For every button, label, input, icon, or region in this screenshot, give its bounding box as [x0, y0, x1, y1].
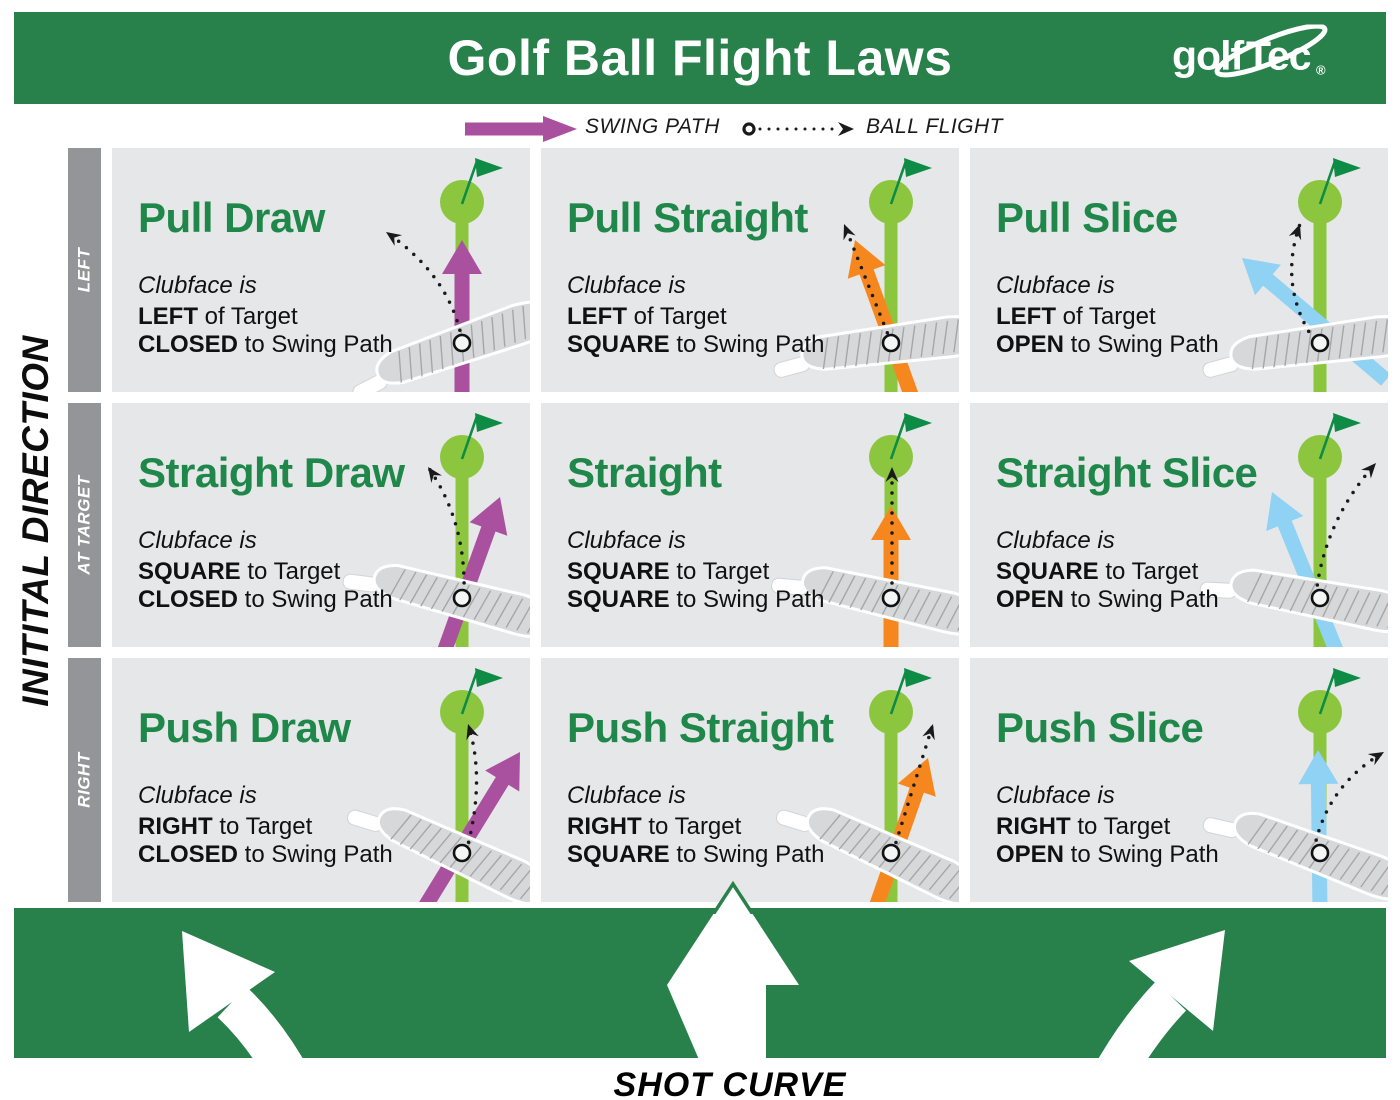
clubface-caption: Clubface is: [138, 272, 257, 299]
clubface-caption: Clubface is: [138, 782, 257, 809]
flight-illustration: [347, 668, 530, 902]
flight-card-pull-draw: Pull Draw Clubface is LEFT of Target CLO…: [112, 148, 530, 392]
flight-card-straight-slice: Straight Slice Clubface is SQUARE to Tar…: [970, 403, 1388, 647]
card-title: Pull Straight: [567, 194, 808, 241]
ball-flight-label: BALL FLIGHT: [866, 115, 1003, 138]
shot-curve-band: [14, 880, 1386, 1070]
shot-curve-arrow-right: [1091, 930, 1225, 1070]
face-to-target-line: LEFT of Target: [996, 303, 1156, 330]
page-title: Golf Ball Flight Laws: [447, 30, 953, 86]
card-title: Straight Slice: [996, 449, 1258, 496]
flight-illustration: [776, 668, 959, 902]
face-to-target-line: SQUARE to Target: [996, 558, 1199, 585]
svg-text:Tec: Tec: [1246, 33, 1311, 79]
clubface-caption: Clubface is: [567, 272, 686, 299]
flight-illustration: [771, 413, 959, 647]
initial-direction-axis-label: INITITAL DIRECTION: [15, 335, 56, 707]
clubface-caption: Clubface is: [996, 782, 1115, 809]
face-to-target-line: RIGHT to Target: [996, 813, 1171, 840]
face-to-path-line: OPEN to Swing Path: [996, 331, 1219, 358]
ball-flight-icon: [742, 122, 854, 136]
flight-card-straight-draw: Straight Draw Clubface is SQUARE to Targ…: [112, 403, 530, 647]
swing-path-arrow-icon: [465, 116, 577, 142]
shot-curve-arrow-left: [182, 931, 310, 1070]
card-title: Pull Draw: [138, 194, 325, 241]
flight-illustration: [1202, 158, 1388, 392]
flight-card-pull-straight: Pull Straight Clubface is LEFT of Target…: [541, 148, 959, 392]
face-to-path-line: CLOSED to Swing Path: [138, 331, 393, 358]
clubface-caption: Clubface is: [996, 527, 1115, 554]
face-to-target-line: SQUARE to Target: [138, 558, 341, 585]
card-title: Pull Slice: [996, 194, 1178, 241]
card-title: Push Draw: [138, 704, 351, 751]
flight-illustration: [342, 413, 530, 647]
face-to-path-line: CLOSED to Swing Path: [138, 841, 393, 868]
face-to-target-line: LEFT of Target: [138, 303, 298, 330]
flight-card-push-straight: Push Straight Clubface is RIGHT to Targe…: [541, 658, 959, 902]
row-label-left: LEFT: [68, 148, 101, 392]
row-label-right: RIGHT: [68, 658, 101, 902]
card-title: Straight: [567, 449, 722, 496]
face-to-path-line: SQUARE to Swing Path: [567, 331, 825, 358]
card-title: Push Slice: [996, 704, 1204, 751]
card-title: Push Straight: [567, 704, 834, 751]
shot-curve-label: SHOT CURVE: [613, 1066, 847, 1100]
legend: SWING PATH BALL FLIGHT: [0, 110, 1400, 146]
face-to-path-line: CLOSED to Swing Path: [138, 586, 393, 613]
header-bar: Golf Ball Flight Laws golf Tec ®: [14, 12, 1386, 104]
clubface-caption: Clubface is: [567, 782, 686, 809]
clubface-caption: Clubface is: [996, 272, 1115, 299]
face-to-path-line: SQUARE to Swing Path: [567, 586, 825, 613]
face-to-path-line: OPEN to Swing Path: [996, 586, 1219, 613]
golftec-logo: golf Tec ®: [1168, 23, 1364, 92]
flight-card-pull-slice: Pull Slice Clubface is LEFT of Target OP…: [970, 148, 1388, 392]
flight-card-push-draw: Push Draw Clubface is RIGHT to Target CL…: [112, 658, 530, 902]
card-title: Straight Draw: [138, 449, 405, 496]
swing-path-label: SWING PATH: [585, 115, 720, 138]
face-to-target-line: RIGHT to Target: [567, 813, 742, 840]
face-to-target-line: SQUARE to Target: [567, 558, 770, 585]
golftec-logo-icon: golf Tec ®: [1172, 23, 1328, 79]
face-to-target-line: RIGHT to Target: [138, 813, 313, 840]
registered-mark: ®: [1316, 63, 1326, 78]
face-to-path-line: SQUARE to Swing Path: [567, 841, 825, 868]
flight-card-straight: Straight Clubface is SQUARE to Target SQ…: [541, 403, 959, 647]
flight-illustration: [352, 158, 530, 392]
clubface-caption: Clubface is: [138, 527, 257, 554]
clubface-caption: Clubface is: [567, 527, 686, 554]
svg-text:golf: golf: [1172, 33, 1244, 79]
face-to-target-line: LEFT of Target: [567, 303, 727, 330]
flight-illustration: [1199, 413, 1388, 647]
row-label-at-target: AT TARGET: [68, 403, 101, 647]
flight-illustration: [773, 158, 959, 392]
shot-curve-arrow-straight: [667, 880, 799, 1062]
flight-card-push-slice: Push Slice Clubface is RIGHT to Target O…: [970, 658, 1388, 902]
face-to-path-line: OPEN to Swing Path: [996, 841, 1219, 868]
flight-illustration: [1202, 668, 1388, 902]
